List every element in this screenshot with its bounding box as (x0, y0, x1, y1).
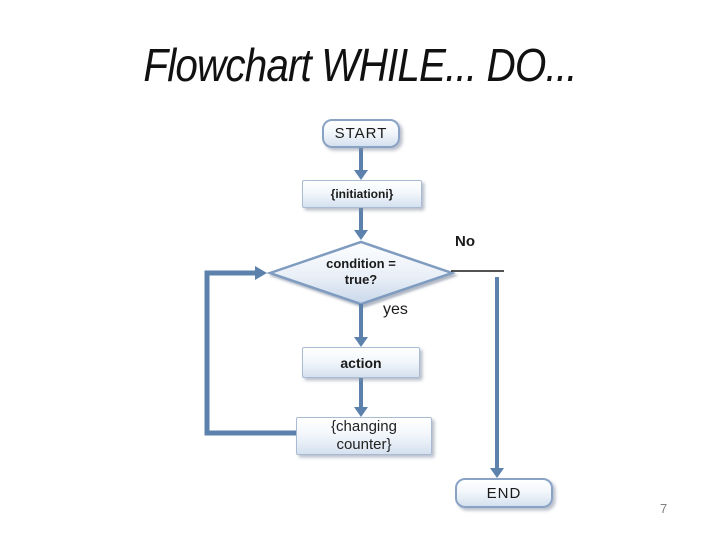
start-node: START (322, 119, 400, 148)
end-node: END (455, 478, 553, 508)
arrow-start-to-initiation (354, 148, 368, 180)
arrow-yes-condition-to-action (354, 304, 368, 347)
changing-counter-node: {changing counter} (296, 417, 432, 455)
condition-label: condition = true? (326, 256, 396, 287)
loop-back-connector (204, 266, 296, 436)
no-label: No (455, 233, 475, 250)
arrow-no-condition-to-end (490, 277, 504, 478)
decision-diamond-shape (266, 240, 456, 306)
yes-label: yes (383, 301, 408, 318)
page-number: 7 (660, 501, 668, 516)
arrow-action-to-changing-counter (354, 378, 368, 417)
arrow-initiation-to-condition (354, 208, 368, 240)
initiation-node: {initiationi} (302, 180, 422, 208)
slide-title: Flowchart WHILE... DO... (143, 39, 577, 91)
action-node: action (302, 347, 420, 378)
